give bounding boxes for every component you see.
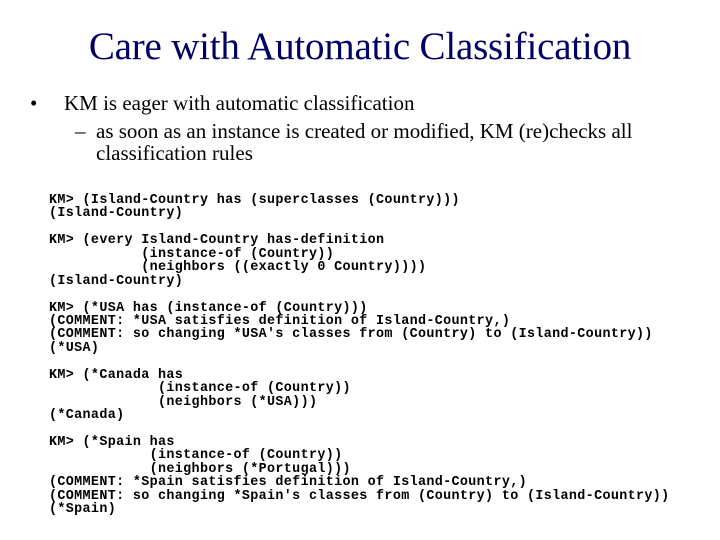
code-line: KM> (*USA has (instance-of (Country)))	[49, 300, 368, 316]
code-line: (Island-Country)	[49, 273, 184, 289]
code-line: (*USA)	[49, 340, 100, 356]
code-line	[49, 355, 670, 368]
code-line	[49, 221, 670, 234]
code-line	[49, 422, 670, 435]
slide-title: Care with Automatic Classification	[88, 25, 632, 68]
code-line: (COMMENT: *USA satisfies definition of I…	[49, 313, 511, 329]
code-line	[49, 288, 670, 301]
code-line: (neighbors (*USA)))	[49, 394, 318, 410]
code-line: (instance-of (Country))	[49, 381, 351, 397]
sub-bullet-marker: –	[75, 119, 86, 143]
code-line: (COMMENT: *Spain satisfies definition of…	[49, 475, 527, 491]
bullet-marker: •	[30, 91, 38, 115]
code-line: KM> (*Canada has	[49, 367, 184, 383]
code-line: (instance-of (Country))	[49, 448, 343, 464]
km-transcript: KM> (Island-Country has (superclasses (C…	[49, 194, 670, 517]
code-line: (COMMENT: so changing *USA's classes fro…	[49, 327, 653, 343]
code-line: (COMMENT: so changing *Spain's classes f…	[49, 488, 670, 504]
code-line: (*Canada)	[49, 408, 125, 423]
code-line: (instance-of (Country))	[49, 246, 335, 262]
code-line: KM> (*Spain has	[49, 434, 175, 450]
code-line: (neighbors ((exactly 0 Country))))	[49, 260, 427, 276]
code-line: KM> (every Island-Country has-definition	[49, 233, 385, 249]
code-line: KM> (Island-Country has (superclasses (C…	[49, 193, 460, 208]
code-line: (Island-Country)	[49, 206, 184, 222]
sub-bullet-text: as soon as an instance is created or mod…	[96, 119, 633, 165]
bullet-text: KM is eager with automatic classificatio…	[64, 91, 415, 115]
code-line: (*Spain)	[49, 502, 117, 518]
code-line: (neighbors (*Portugal)))	[49, 461, 351, 477]
